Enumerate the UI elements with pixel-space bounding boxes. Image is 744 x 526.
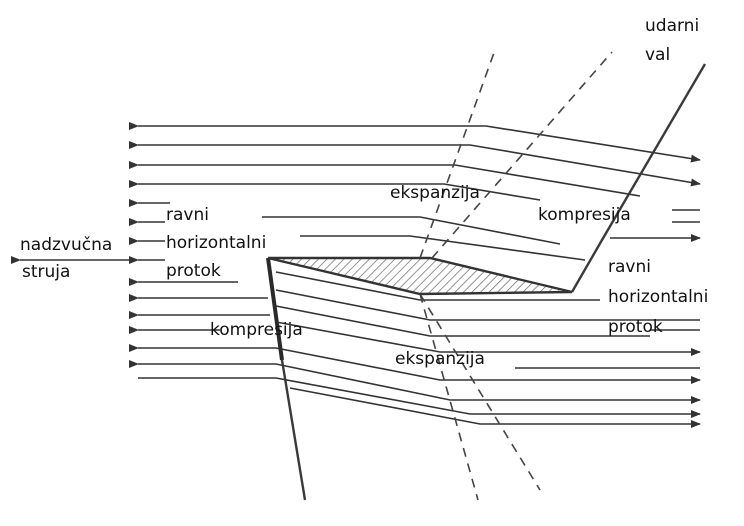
- label-upstream-2: horizontalni: [166, 233, 266, 253]
- streamline: [275, 289, 700, 321]
- streamline: [275, 321, 701, 356]
- streamline: [129, 122, 701, 163]
- label-upstream-3: protok: [166, 261, 221, 281]
- expansion-fan-lower-2: [419, 293, 541, 491]
- label-inflow-2: struja: [22, 262, 70, 282]
- label-shock-wave-1: udarni: [645, 16, 699, 36]
- streamline: [129, 180, 541, 201]
- front-shock: [266, 257, 284, 361]
- label-expansion-bottom: ekspanzija: [395, 349, 485, 369]
- label-expansion-top: ekspanzija: [390, 183, 480, 203]
- label-inflow-1: nadzvučna: [20, 235, 112, 255]
- label-compression-front: kompresija: [210, 320, 303, 340]
- expansion-fan-upper-1: [419, 49, 496, 259]
- wedge-body: [267, 256, 573, 296]
- label-shock-wave-2: val: [645, 45, 670, 65]
- streamline: [275, 377, 701, 418]
- label-compression-rear: kompresija: [538, 205, 631, 225]
- label-downstream-3: protok: [608, 317, 663, 337]
- label-upstream-1: ravni: [166, 205, 209, 225]
- streamline: [289, 387, 701, 428]
- rear-shock: [570, 63, 707, 293]
- front-shock-lower: [280, 359, 307, 501]
- streamline: [300, 235, 586, 261]
- streamline: [275, 305, 650, 337]
- streamline: [275, 363, 701, 404]
- streamline: [275, 271, 600, 301]
- streamline: [262, 216, 561, 245]
- streamline: [275, 347, 701, 384]
- label-downstream-1: ravni: [608, 257, 651, 277]
- expansion-fan-lower-1: [419, 293, 479, 501]
- label-downstream-2: horizontalni: [608, 287, 708, 307]
- expansion-fan-upper-2: [431, 51, 613, 259]
- streamline: [129, 161, 641, 197]
- streamlines: [11, 122, 701, 428]
- streamline: [129, 141, 701, 187]
